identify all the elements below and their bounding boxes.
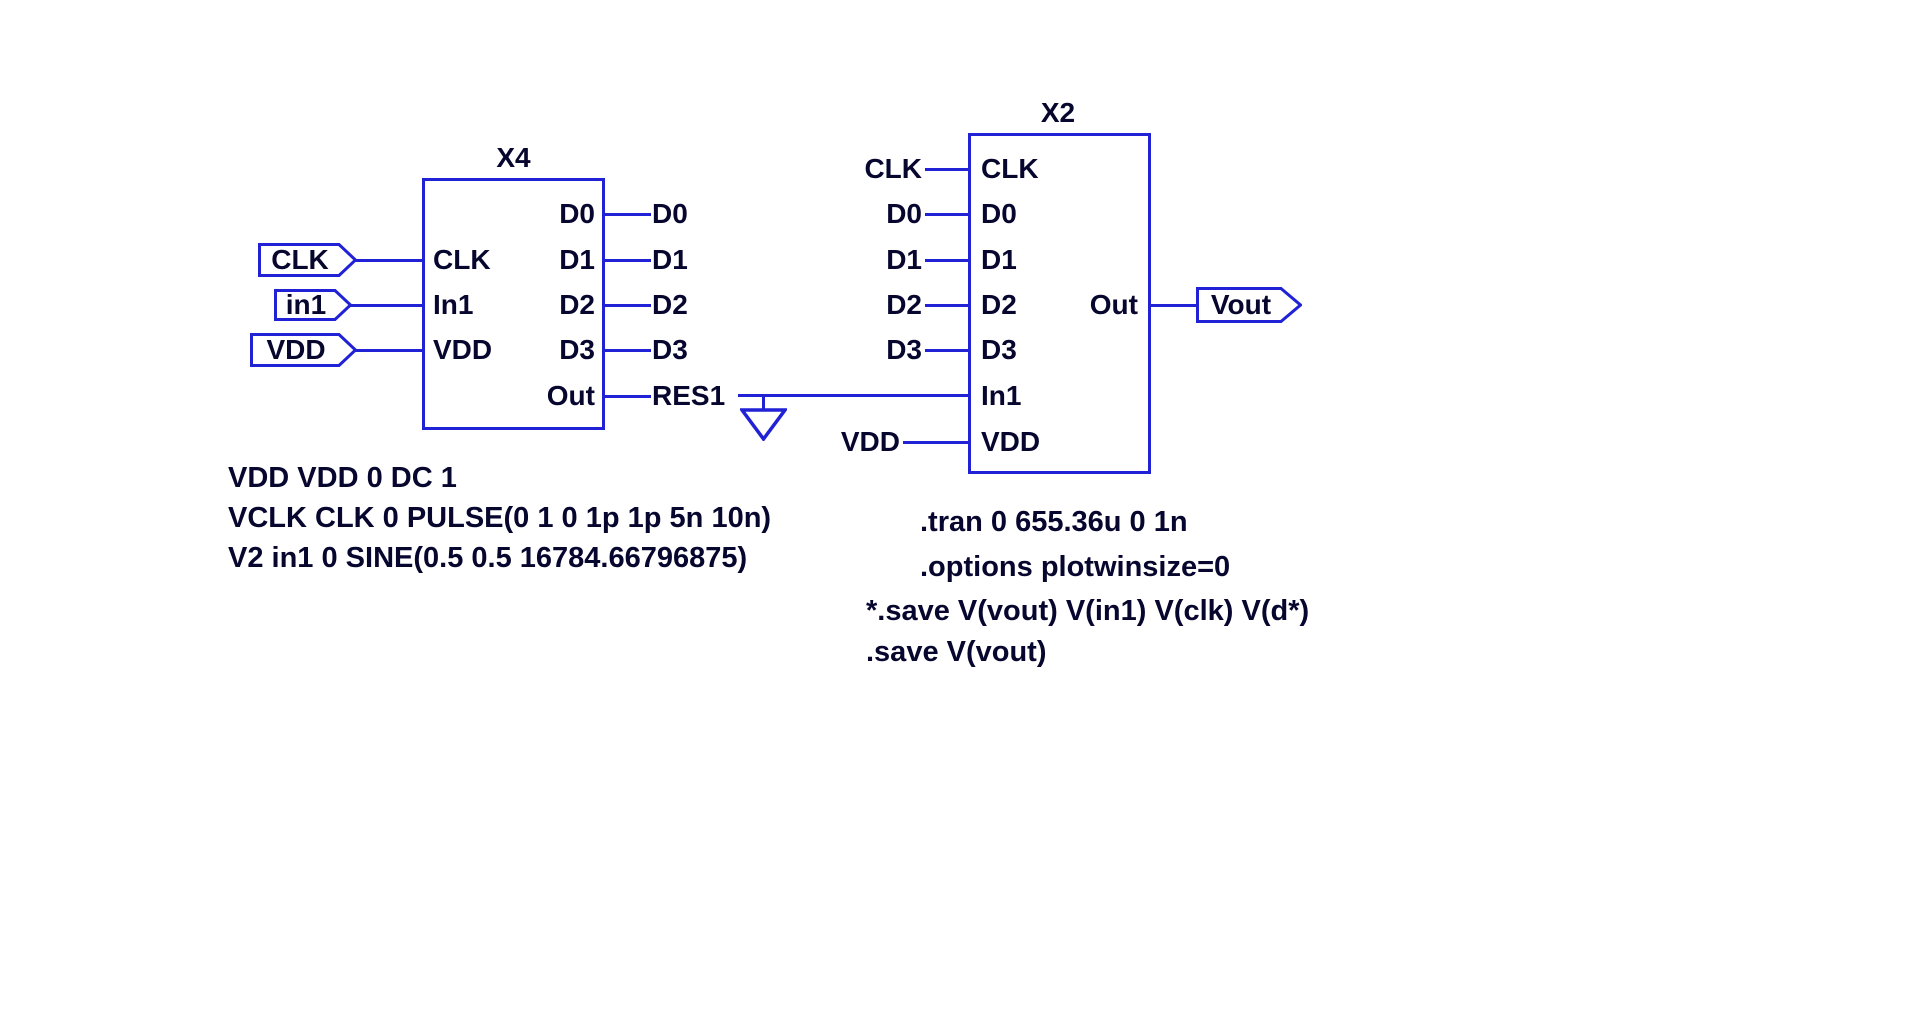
net-label-d1[interactable]: D1 <box>652 244 688 275</box>
port-flag-vdd-shape <box>250 333 357 367</box>
net-label-res1[interactable]: RES1 <box>652 380 726 411</box>
wire-res1-to-x2-in1[interactable] <box>738 394 968 397</box>
x2-pin-out: Out <box>1089 289 1138 320</box>
x4-pin-d3: D3 <box>559 334 595 365</box>
net-label-x2-d2[interactable]: D2 <box>886 289 922 320</box>
x4-pin-out: Out <box>546 380 595 411</box>
wire-x2-d3[interactable] <box>925 349 968 352</box>
port-flag-clk-shape <box>258 243 357 277</box>
wire-x2-d1[interactable] <box>925 259 968 262</box>
x4-pin-in1: In1 <box>433 289 474 320</box>
spice-directive-tran[interactable]: .tran 0 655.36u 0 1n <box>920 506 1188 538</box>
spice-source-line-3[interactable]: V2 in1 0 SINE(0.5 0.5 16784.66796875) <box>228 542 748 574</box>
x2-pin-d2: D2 <box>981 289 1017 320</box>
x2-pin-d1: D1 <box>981 244 1017 275</box>
x4-instance-title[interactable]: X4 <box>496 142 531 173</box>
x2-pin-in1: In1 <box>981 380 1022 411</box>
x4-pin-clk: CLK <box>433 244 491 275</box>
wire-x2-d2[interactable] <box>925 304 968 307</box>
spice-directive-save[interactable]: .save V(vout) <box>866 636 1047 668</box>
x4-pin-vdd: VDD <box>433 334 493 365</box>
x2-pin-clk: CLK <box>981 153 1039 184</box>
port-flag-clk-label: CLK <box>271 244 329 275</box>
wire-x4-d1[interactable] <box>605 259 651 262</box>
port-flag-vout-label: Vout <box>1210 289 1272 320</box>
port-flag-in1[interactable]: in1 <box>274 289 352 321</box>
x2-component-body[interactable] <box>968 133 1151 474</box>
x4-pin-d2: D2 <box>559 289 595 320</box>
wire-ground-stub[interactable] <box>762 396 765 409</box>
port-flag-in1-shape <box>274 289 352 321</box>
net-label-d0[interactable]: D0 <box>652 198 688 229</box>
wire-x4-d3[interactable] <box>605 349 651 352</box>
x2-pin-d3: D3 <box>981 334 1017 365</box>
spice-directive-save-comment[interactable]: *.save V(vout) V(in1) V(clk) V(d*) <box>866 595 1310 627</box>
port-flag-vout[interactable]: Vout <box>1196 287 1302 323</box>
x2-instance-title[interactable]: X2 <box>1040 97 1076 128</box>
port-flag-in1-label: in1 <box>285 289 327 320</box>
ground-symbol-icon[interactable] <box>738 408 789 446</box>
net-label-d3[interactable]: D3 <box>652 334 688 365</box>
wire-x4-d2[interactable] <box>605 304 651 307</box>
x4-pin-d0: D0 <box>559 198 595 229</box>
wire-x2-clk[interactable] <box>925 168 968 171</box>
net-label-x2-d1[interactable]: D1 <box>886 244 922 275</box>
port-flag-vout-shape <box>1196 287 1302 323</box>
wire-x2-vdd[interactable] <box>903 441 968 444</box>
port-flag-clk[interactable]: CLK <box>258 243 357 277</box>
spice-source-line-1[interactable]: VDD VDD 0 DC 1 <box>228 462 457 494</box>
spice-directive-options[interactable]: .options plotwinsize=0 <box>920 551 1231 583</box>
wire-in1-to-x4[interactable] <box>350 304 422 307</box>
net-label-x2-vdd[interactable]: VDD <box>840 426 900 457</box>
x2-pin-vdd: VDD <box>981 426 1041 457</box>
x4-pin-d1: D1 <box>559 244 595 275</box>
net-label-x2-d3[interactable]: D3 <box>886 334 922 365</box>
spice-source-line-2[interactable]: VCLK CLK 0 PULSE(0 1 0 1p 1p 5n 10n) <box>228 502 772 534</box>
wire-vdd-to-x4[interactable] <box>355 349 422 352</box>
port-flag-vdd[interactable]: VDD <box>250 333 357 367</box>
net-label-d2[interactable]: D2 <box>652 289 688 320</box>
x4-component-body[interactable] <box>422 178 605 430</box>
wire-x2-out[interactable] <box>1151 304 1196 307</box>
wire-clk-to-x4[interactable] <box>355 259 422 262</box>
wire-x4-d0[interactable] <box>605 213 651 216</box>
x2-pin-d0: D0 <box>981 198 1017 229</box>
port-flag-vdd-label: VDD <box>266 334 326 365</box>
net-label-x2-clk[interactable]: CLK <box>864 153 922 184</box>
wire-x4-out[interactable] <box>605 395 651 398</box>
wire-x2-d0[interactable] <box>925 213 968 216</box>
net-label-x2-d0[interactable]: D0 <box>886 198 922 229</box>
